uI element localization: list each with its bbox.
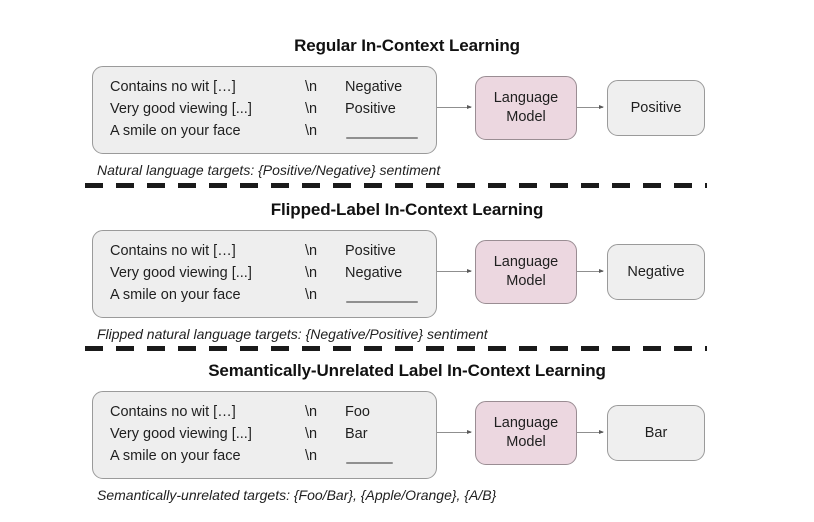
section-divider [85, 346, 707, 351]
newline-token: \n [305, 243, 318, 259]
pipeline-row: Contains no wit […] \n Negative Very goo… [0, 66, 814, 158]
newline-token: \n [305, 404, 318, 420]
arrow-prompt-to-model-icon [437, 269, 472, 273]
prompt-label: Negative [345, 265, 403, 281]
newline-token: \n [305, 448, 318, 464]
pipeline-row: Contains no wit […] \n Foo Very good vie… [0, 391, 814, 483]
prompt-row: A smile on your face \n [93, 284, 436, 306]
arrow-model-to-output-icon [577, 105, 604, 109]
newline-token: \n [305, 123, 318, 139]
prompt-input-text: A smile on your face [110, 448, 241, 464]
prompt-context-box: Contains no wit […] \n Negative Very goo… [92, 66, 437, 154]
model-output-box: Positive [607, 80, 705, 136]
newline-token: \n [305, 79, 318, 95]
model-output-box: Bar [607, 405, 705, 461]
section-caption: Natural language targets: {Positive/Nega… [97, 162, 441, 178]
blank-target-underline [346, 137, 418, 139]
section-heading: Regular In-Context Learning [294, 36, 520, 55]
prompt-context-box: Contains no wit […] \n Positive Very goo… [92, 230, 437, 318]
prompt-row: Contains no wit […] \n Foo [93, 401, 436, 423]
prompt-input-text: Very good viewing [...] [110, 426, 252, 442]
section-caption: Flipped natural language targets: {Negat… [97, 326, 488, 342]
arrow-model-to-output-icon [577, 269, 604, 273]
model-label-line-2: Model [506, 273, 546, 289]
model-label-line-2: Model [506, 109, 546, 125]
newline-token: \n [305, 101, 318, 117]
prompt-input-text: Contains no wit […] [110, 79, 236, 95]
arrow-prompt-to-model-icon [437, 430, 472, 434]
model-label-line-1: Language [493, 90, 559, 106]
model-label-line-2: Model [506, 434, 546, 450]
prompt-context-box: Contains no wit […] \n Foo Very good vie… [92, 391, 437, 479]
section-heading: Flipped-Label In-Context Learning [270, 200, 544, 219]
prompt-input-text: A smile on your face [110, 123, 241, 139]
model-output-label: Bar [644, 425, 668, 441]
prompt-input-text: Contains no wit […] [110, 243, 236, 259]
prompt-label: Negative [345, 79, 403, 95]
prompt-input-text: A smile on your face [110, 287, 241, 303]
prompt-label: Positive [345, 243, 396, 259]
prompt-lines: Contains no wit […] \n Negative Very goo… [93, 67, 436, 142]
newline-token: \n [305, 265, 318, 281]
prompt-row: A smile on your face \n [93, 445, 436, 467]
newline-token: \n [305, 426, 318, 442]
section-caption: Semantically-unrelated targets: {Foo/Bar… [97, 487, 497, 503]
prompt-row: Very good viewing [...] \n Negative [93, 262, 436, 284]
prompt-label: Positive [345, 101, 396, 117]
prompt-input-text: Contains no wit […] [110, 404, 236, 420]
prompt-row: A smile on your face \n [93, 120, 436, 142]
model-output-label: Positive [630, 100, 682, 116]
prompt-row: Contains no wit […] \n Negative [93, 76, 436, 98]
language-model-box: Language Model [475, 76, 577, 140]
language-model-box: Language Model [475, 401, 577, 465]
model-output-label: Negative [627, 264, 685, 280]
prompt-row: Contains no wit […] \n Positive [93, 240, 436, 262]
prompt-input-text: Very good viewing [...] [110, 101, 252, 117]
prompt-label: Foo [345, 404, 370, 420]
newline-token: \n [305, 287, 318, 303]
arrow-prompt-to-model-icon [437, 105, 472, 109]
prompt-lines: Contains no wit […] \n Positive Very goo… [93, 231, 436, 306]
prompt-lines: Contains no wit […] \n Foo Very good vie… [93, 392, 436, 467]
model-label-line-1: Language [493, 254, 559, 270]
prompt-row: Very good viewing [...] \n Positive [93, 98, 436, 120]
arrow-model-to-output-icon [577, 430, 604, 434]
section-divider [85, 183, 707, 188]
prompt-input-text: Very good viewing [...] [110, 265, 252, 281]
language-model-box: Language Model [475, 240, 577, 304]
prompt-row: Very good viewing [...] \n Bar [93, 423, 436, 445]
section-heading: Semantically-Unrelated Label In-Context … [208, 361, 606, 380]
prompt-label: Bar [345, 426, 368, 442]
model-label-line-1: Language [493, 415, 559, 431]
blank-target-underline [346, 462, 393, 464]
pipeline-row: Contains no wit […] \n Positive Very goo… [0, 230, 814, 322]
model-output-box: Negative [607, 244, 705, 300]
blank-target-underline [346, 301, 418, 303]
